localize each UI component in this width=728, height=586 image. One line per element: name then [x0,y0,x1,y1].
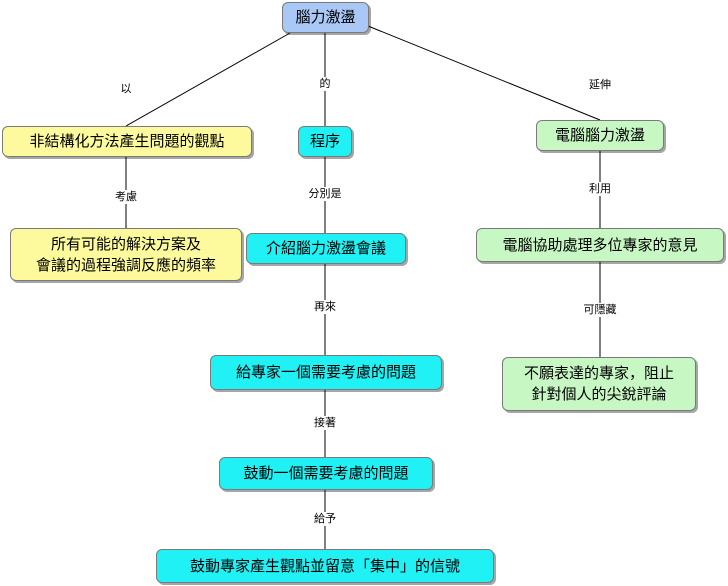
edge-label-then: 再來 [312,300,338,314]
edge-label-give: 給予 [312,512,338,526]
edge-label-can-hide: 可隱藏 [581,303,619,317]
edge-label-next: 接著 [312,416,338,430]
edge-label-by: 以 [118,82,134,96]
edge-label-of: 的 [317,77,333,91]
non-structured-node[interactable]: 非結構化方法產生問題的觀點 [2,126,252,157]
edge-root-computer [367,25,601,121]
give-problem-node[interactable]: 給專家一個需要考慮的問題 [210,355,442,390]
edge-label-use: 利用 [587,182,613,196]
hide-expert-node[interactable]: 不願表達的專家，阻止 針對個人的尖銳評論 [502,357,696,411]
edge-root-nonstructured [125,32,291,127]
encourage-problem-node[interactable]: 鼓動一個需要考慮的問題 [219,457,433,490]
edge-label-consider: 考慮 [113,190,139,204]
all-solutions-node[interactable]: 所有可能的解決方案及 會議的過程強調反應的頻率 [10,228,242,281]
root-node[interactable]: 腦力激盪 [282,2,369,33]
encourage-focus-node[interactable]: 鼓動專家產生觀點並留意「集中」的信號 [156,549,494,583]
computer-assist-node[interactable]: 電腦協助處理多位專家的意見 [476,228,724,262]
edge-label-respectively: 分別是 [306,187,344,201]
edge-label-extend: 延伸 [587,78,613,92]
computer-brainstorm-node[interactable]: 電腦腦力激盪 [536,120,664,151]
intro-meeting-node[interactable]: 介紹腦力激盪會議 [246,233,406,264]
procedure-node[interactable]: 程序 [298,126,352,157]
